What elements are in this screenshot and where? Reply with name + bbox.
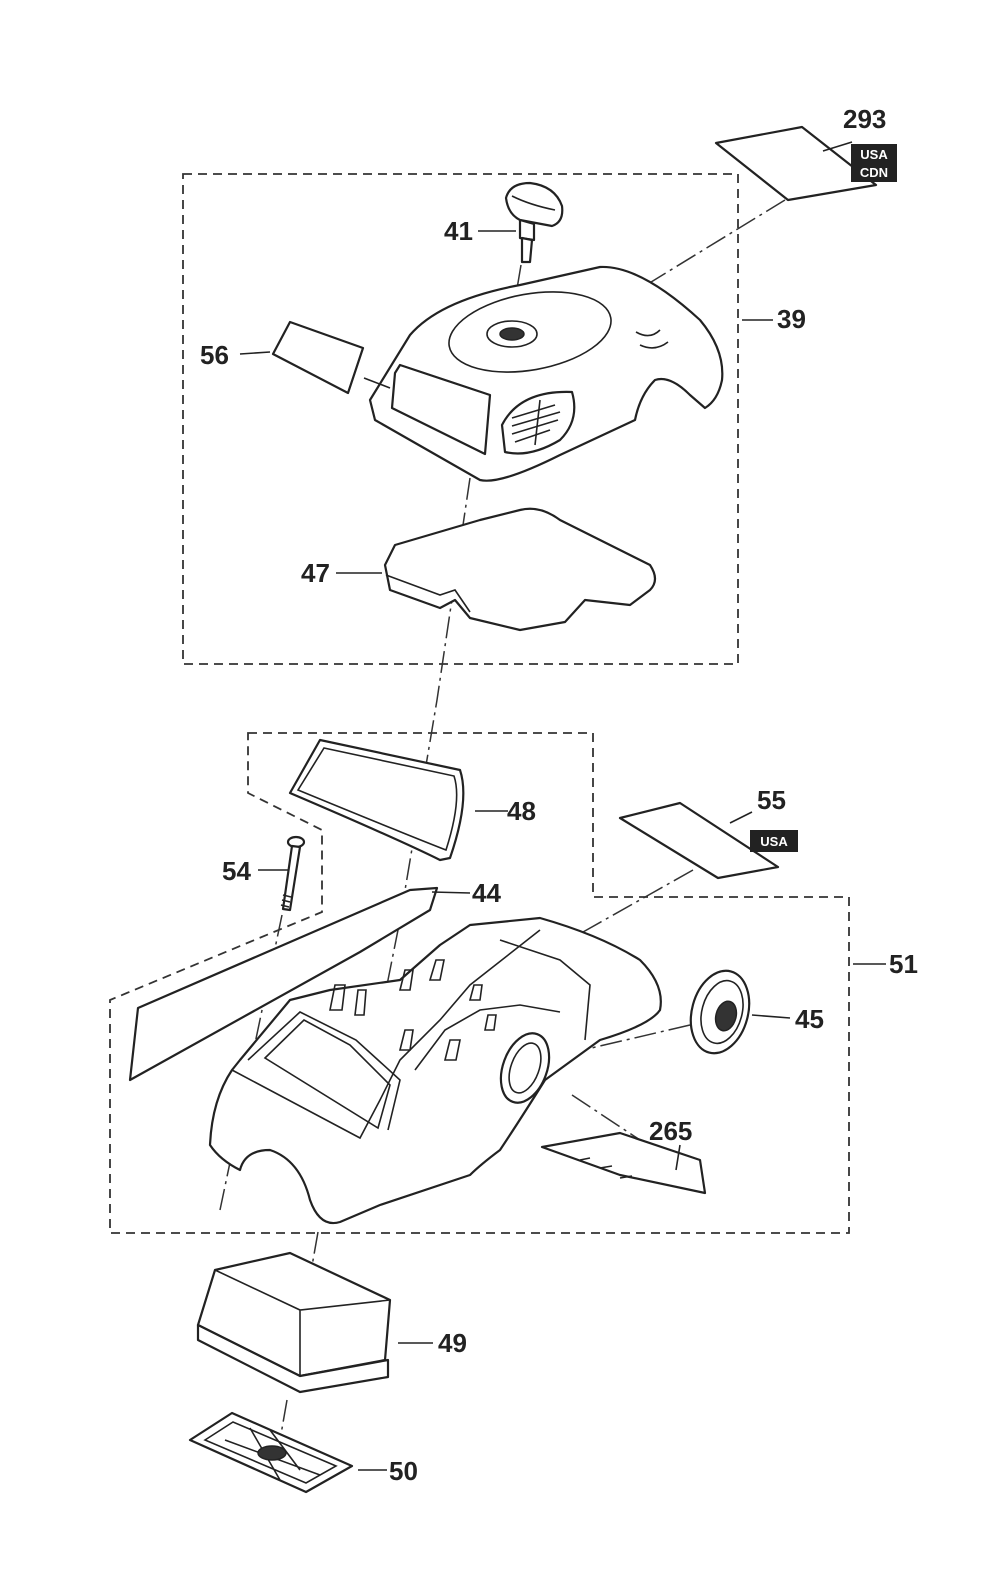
part-50-base-grille <box>188 1411 354 1494</box>
part-47-filter-pad <box>383 507 657 632</box>
callout-47: 47 <box>301 558 330 588</box>
badge-usa-text: USA <box>760 834 788 849</box>
part-54-screw <box>280 835 306 912</box>
callout-55: 55 <box>757 785 786 815</box>
callout-56: 56 <box>200 340 229 370</box>
callout-293: 293 <box>843 104 886 134</box>
callout-265: 265 <box>649 1116 692 1146</box>
badge-usa-cdn-line2: CDN <box>860 165 888 180</box>
leader-lines <box>239 141 886 1471</box>
assembly-axis-265 <box>571 1094 641 1141</box>
part-55-label <box>618 801 780 880</box>
group-box-51 <box>109 732 850 1234</box>
assembly-axis-293 <box>637 199 786 291</box>
callout-41: 41 <box>444 216 473 246</box>
part-293-label <box>714 125 878 202</box>
part-45-grommet <box>689 969 751 1055</box>
part-39-top-cover <box>368 265 724 482</box>
callout-45: 45 <box>795 1004 824 1034</box>
part-44-strip <box>128 886 439 1082</box>
part-49-filter-block <box>196 1251 392 1394</box>
vent-grille <box>511 399 561 446</box>
callout-50: 50 <box>389 1456 418 1486</box>
part-41-knob <box>504 181 564 264</box>
badge-usa-cdn-line1: USA <box>860 147 888 162</box>
part-265-label <box>540 1131 707 1195</box>
part-48-gasket <box>288 738 465 862</box>
callout-54: 54 <box>222 856 251 886</box>
callout-51: 51 <box>889 949 918 979</box>
callout-44: 44 <box>472 878 501 908</box>
assembly-axis-bottom <box>305 1231 319 1301</box>
callout-39: 39 <box>777 304 806 334</box>
callout-48: 48 <box>507 796 536 826</box>
badge-usa: USA <box>750 830 798 852</box>
part-56-label <box>271 320 365 395</box>
assembly-axis-50 <box>279 1399 288 1441</box>
group-box-39 <box>182 173 739 665</box>
badge-usa-cdn: USA CDN <box>851 144 897 182</box>
assembly-axis-55 <box>559 869 694 946</box>
assembly-axis-45 <box>539 1024 691 1061</box>
callout-49: 49 <box>438 1328 467 1358</box>
part-51-housing <box>208 916 662 1225</box>
